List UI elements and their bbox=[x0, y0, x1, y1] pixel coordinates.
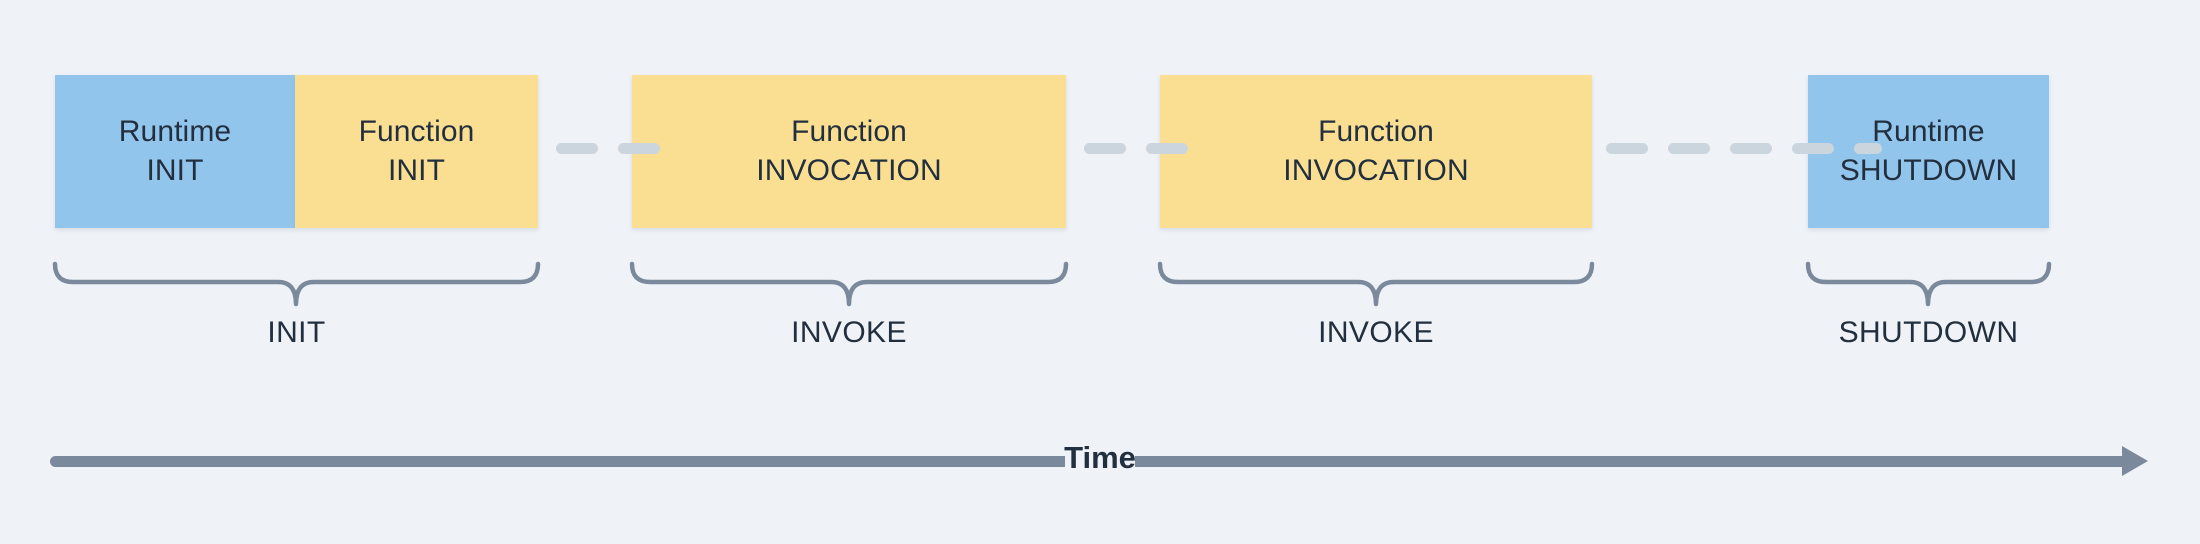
phase-label-shutdown: SHUTDOWN bbox=[1838, 316, 2019, 349]
dashed-connector-3 bbox=[1606, 142, 1882, 154]
brace-init bbox=[53, 262, 540, 308]
dash-segment bbox=[1854, 142, 1882, 154]
dashed-connector-1 bbox=[556, 142, 660, 154]
dash-segment bbox=[1084, 142, 1126, 154]
block-function-invocation-1: Function INVOCATION bbox=[632, 75, 1066, 228]
brace-invoke-1 bbox=[630, 262, 1068, 308]
block-function-invocation-1-line1: Function bbox=[791, 115, 907, 149]
block-function-init-line2: INIT bbox=[387, 153, 446, 187]
block-runtime-shutdown-line2: SHUTDOWN bbox=[1839, 153, 2018, 187]
time-axis-line-left bbox=[50, 456, 1065, 467]
phase-label-invoke-1: INVOKE bbox=[791, 316, 907, 349]
block-runtime-init: Runtime INIT bbox=[55, 75, 295, 228]
dash-segment bbox=[1730, 142, 1772, 154]
time-axis-line-right bbox=[1135, 456, 2124, 467]
time-axis-label: Time bbox=[1064, 440, 1136, 475]
dash-segment bbox=[556, 142, 598, 154]
dash-segment bbox=[1606, 142, 1648, 154]
brace-init-path bbox=[53, 262, 540, 308]
block-function-invocation-1-line2: INVOCATION bbox=[756, 153, 942, 187]
block-runtime-shutdown-line1: Runtime bbox=[1872, 115, 1985, 149]
dash-segment bbox=[1792, 142, 1834, 154]
dash-segment bbox=[1668, 142, 1710, 154]
block-function-invocation-2-line2: INVOCATION bbox=[1283, 153, 1469, 187]
brace-invoke-2 bbox=[1158, 262, 1594, 308]
brace-shutdown bbox=[1806, 262, 2051, 308]
brace-invoke-2-path bbox=[1158, 262, 1594, 308]
phase-label-invoke-2: INVOKE bbox=[1318, 316, 1434, 349]
dash-segment bbox=[618, 142, 660, 154]
block-function-init-line1: Function bbox=[358, 115, 475, 149]
dash-segment bbox=[1146, 142, 1188, 154]
time-axis-arrowhead-icon bbox=[2122, 446, 2148, 476]
phase-label-init: INIT bbox=[267, 316, 326, 349]
brace-invoke-1-path bbox=[630, 262, 1068, 308]
block-runtime-init-line2: INIT bbox=[146, 153, 204, 187]
block-function-init: Function INIT bbox=[295, 75, 538, 228]
block-function-invocation-2-line1: Function bbox=[1318, 115, 1434, 149]
block-runtime-init-line1: Runtime bbox=[118, 115, 232, 149]
block-runtime-shutdown: Runtime SHUTDOWN bbox=[1808, 75, 2049, 228]
brace-shutdown-path bbox=[1806, 262, 2051, 308]
dashed-connector-2 bbox=[1084, 142, 1188, 154]
block-function-invocation-2: Function INVOCATION bbox=[1160, 75, 1592, 228]
